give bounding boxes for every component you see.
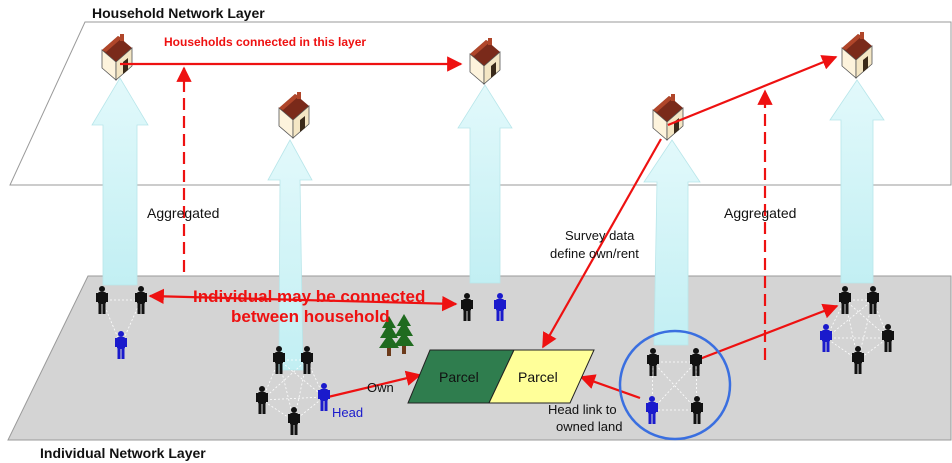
head-label: Head [332, 405, 363, 420]
survey-label-line2: define own/rent [550, 246, 639, 261]
household-link [667, 55, 838, 127]
aggregation-arrow [643, 139, 701, 346]
households-connected-label: Households connected in this layer [164, 35, 366, 49]
aggregated-label-left: Aggregated [147, 205, 219, 221]
household-layer-title: Household Network Layer [92, 5, 265, 21]
own-link [327, 370, 422, 399]
head-land-link [579, 374, 641, 400]
parcel-label-owned: Parcel [439, 369, 479, 385]
survey-link [542, 138, 662, 349]
survey-label-line1: Survey data [565, 228, 635, 243]
aggregation-arrow [457, 84, 513, 284]
head-link-label-line1: Head link to [548, 402, 617, 417]
individual-connected-line2: between household [231, 307, 390, 326]
own-label: Own [367, 380, 394, 395]
aggregation-beams [91, 77, 885, 371]
head-link-label-line2: owned land [556, 419, 623, 434]
aggregation-arrow [91, 77, 149, 286]
parcel-rented [488, 349, 595, 404]
head-household-highlight [618, 329, 732, 441]
aggregation-arrow [829, 79, 885, 284]
aggregation-arrow [267, 139, 313, 371]
individual-link [696, 303, 839, 362]
aggregated-label-right: Aggregated [724, 205, 796, 221]
individual-connected-line1: Individual may be connected [193, 287, 425, 306]
parcel-label-rented: Parcel [518, 369, 558, 385]
individual-link [148, 288, 458, 312]
individual-layer-title: Individual Network Layer [40, 445, 206, 461]
